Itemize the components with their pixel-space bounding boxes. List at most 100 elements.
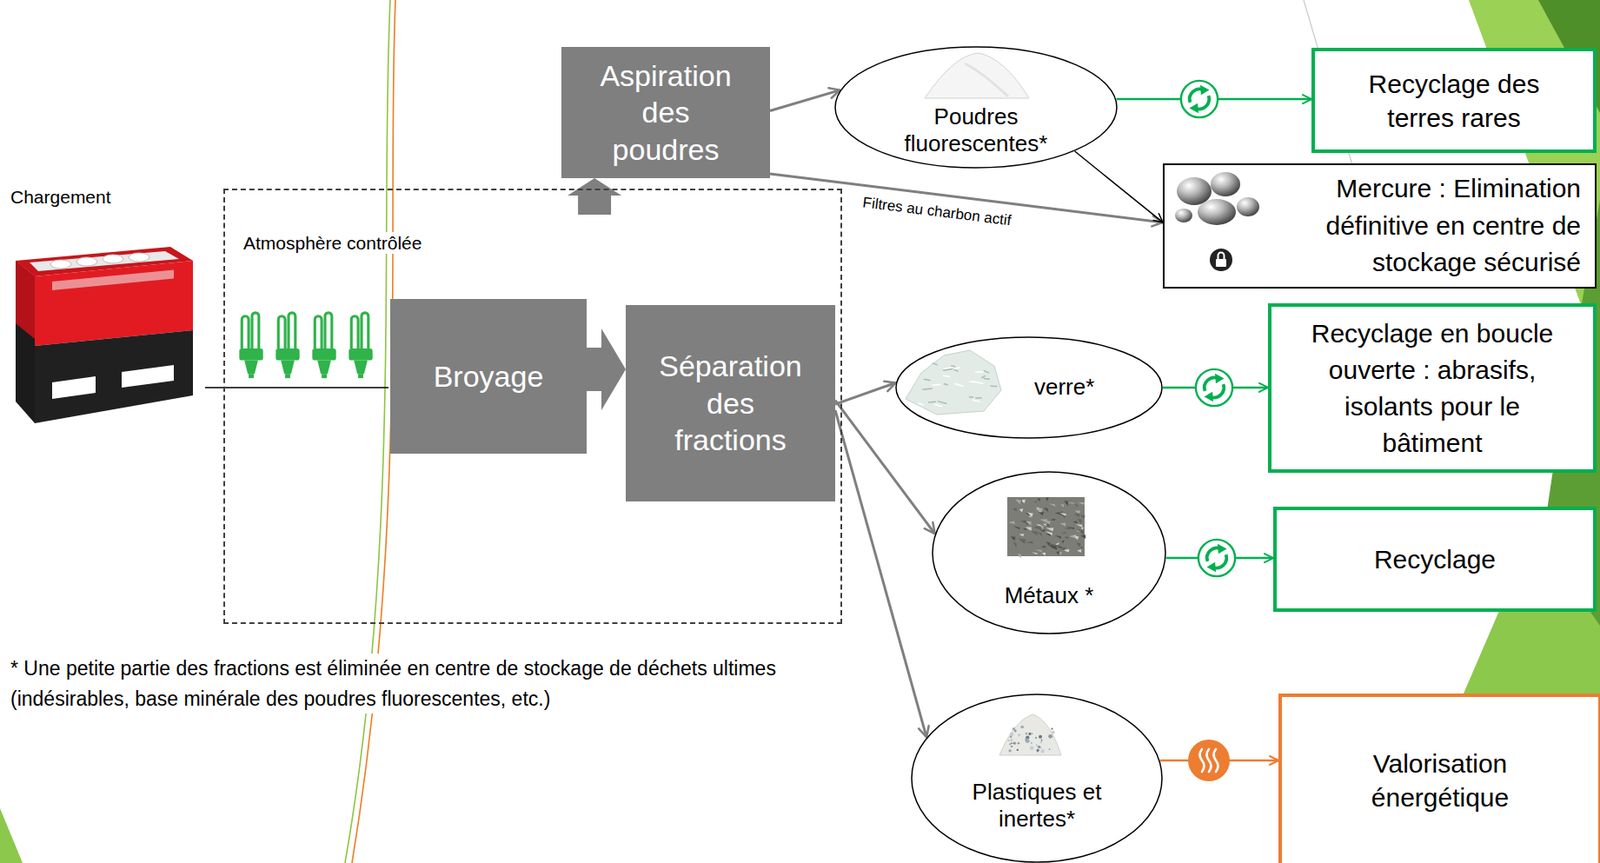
node-picture <box>932 471 1166 634</box>
metal-chip <box>1076 529 1084 536</box>
plastic-chip <box>1016 749 1019 751</box>
glass-shard <box>934 404 943 407</box>
recycle-icon <box>1198 539 1235 577</box>
metal-chip <box>1012 542 1016 549</box>
metal-chip <box>1045 524 1050 529</box>
recycle-icon <box>1195 369 1233 406</box>
metal-chip <box>1037 531 1043 537</box>
plastic-chip <box>1037 745 1042 750</box>
plastic-chip <box>1024 737 1029 742</box>
glass-shard <box>983 370 990 373</box>
mercury-drop <box>1236 197 1260 217</box>
metal-chip <box>1048 503 1056 506</box>
lamp-icon <box>275 312 299 379</box>
metal-chip <box>1038 511 1045 516</box>
metal-chip <box>1020 521 1027 524</box>
metal-chip <box>1080 515 1086 519</box>
lamp-crate <box>15 246 193 424</box>
metal-chip <box>1060 504 1064 508</box>
output-box: Recyclage des terres rares <box>1311 47 1597 153</box>
metal-chip <box>1042 552 1047 557</box>
metal-chip <box>1058 547 1066 552</box>
plastic-chip <box>1009 735 1012 737</box>
glass-shard <box>942 369 953 372</box>
energy-icon <box>1188 739 1230 782</box>
plastic-picture <box>999 714 1062 756</box>
metal-chip <box>1031 551 1038 555</box>
lamp-icon <box>312 312 336 379</box>
node-outline <box>895 336 1163 439</box>
theme-curve <box>351 0 396 863</box>
plastic-chip <box>1009 738 1013 742</box>
plastic-chip <box>1048 748 1051 751</box>
glass-picture <box>905 350 1002 415</box>
plastic-chip <box>1039 740 1043 744</box>
lamp-bulb <box>102 254 124 264</box>
node-text: Valorisation énergétique <box>1353 746 1527 815</box>
node-text: Poudres fluorescentes* <box>893 103 1059 158</box>
metal-chip <box>1039 518 1048 523</box>
plastic-chip <box>1029 745 1035 751</box>
fraction-picture <box>924 53 1030 99</box>
metal-chip <box>1010 536 1016 541</box>
glass-shard <box>923 378 931 381</box>
metal-chip <box>1036 497 1041 502</box>
output-box: Mercure : Elimination définitive en cent… <box>1162 163 1597 289</box>
glass-shard <box>931 363 937 366</box>
node-outline <box>910 693 1163 863</box>
node-text: Atmosphère contrôlée <box>240 232 425 254</box>
flow-arrow <box>1075 151 1163 223</box>
plastic-chip <box>1009 743 1011 745</box>
metal-chip <box>1019 508 1024 512</box>
plastic-chip <box>1008 749 1011 752</box>
metal-chip <box>1064 537 1069 539</box>
flow-arrow <box>770 90 841 112</box>
metal-chip <box>1060 531 1066 534</box>
footnote: * Une petite partie des fractions est él… <box>10 653 832 714</box>
metal-chip <box>1079 546 1083 550</box>
mercury-drop <box>1175 208 1193 223</box>
glass-shard <box>950 365 956 367</box>
plastic-chip <box>1050 727 1053 730</box>
input-label: Chargement <box>10 185 112 208</box>
fraction-picture <box>999 714 1062 756</box>
mercury-drop <box>1210 172 1241 197</box>
metal-chip <box>1042 507 1049 512</box>
plastic-chip <box>1051 730 1056 735</box>
metal-chip <box>1063 500 1069 506</box>
process-box: Broyage <box>390 298 587 454</box>
metal-chip <box>1012 508 1017 512</box>
node-text: Mercure : Elimination définitive en cent… <box>1285 170 1581 282</box>
plastic-chip <box>1035 744 1038 747</box>
plastic-chip <box>1007 739 1010 743</box>
metal-chip <box>1066 526 1075 530</box>
ellipse-outline <box>911 694 1162 863</box>
glass-shard <box>981 375 985 379</box>
node-text: Plastiques et inertes* <box>967 778 1107 833</box>
controlled-zone: Atmosphère contrôléeBroyageSéparation de… <box>223 188 843 625</box>
lamp-bulb <box>128 252 150 262</box>
metal-chip <box>1074 535 1079 540</box>
glass-shard <box>983 378 990 380</box>
metal-chip <box>1052 544 1060 548</box>
fraction-ellipse: verre* <box>895 336 1163 439</box>
glass-shard <box>928 401 937 404</box>
plastic-chip <box>1025 732 1029 736</box>
glass-shard <box>953 367 960 370</box>
powder-shade <box>964 63 1009 97</box>
plastic-chip <box>1030 732 1033 735</box>
glass-shard <box>954 383 963 386</box>
fraction-picture <box>905 350 1002 415</box>
metal-chip <box>1055 535 1063 539</box>
metal-chip <box>1080 534 1086 539</box>
metal-chip <box>1076 549 1083 552</box>
metal-chip <box>1045 531 1053 536</box>
node-text: Recyclage <box>1374 542 1496 577</box>
crate-tag <box>52 376 96 399</box>
glass-shard <box>943 383 949 385</box>
block-arrow <box>567 178 622 215</box>
metal-chip <box>1077 502 1085 505</box>
flow-arrow <box>835 382 897 405</box>
node-picture <box>911 694 1162 863</box>
